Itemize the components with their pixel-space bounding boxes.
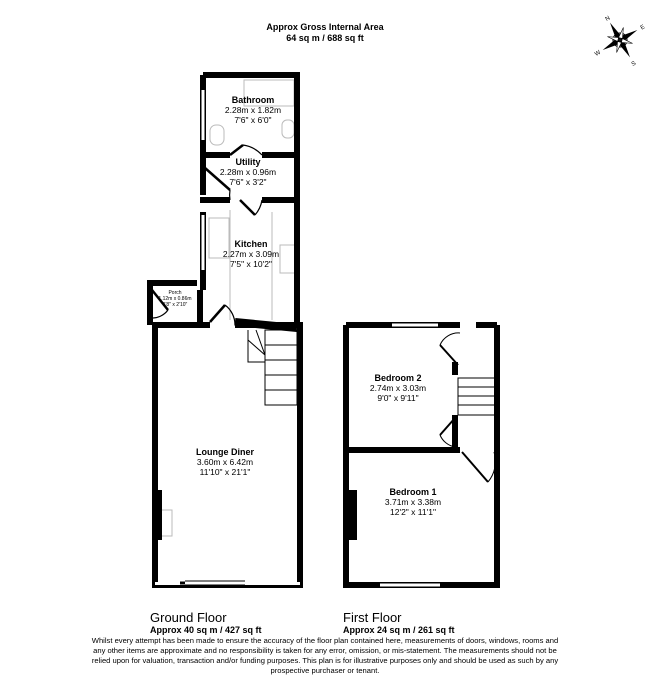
- room-metric: 1.12m x 0.86m: [158, 296, 192, 302]
- room-metric: 2.28m x 0.96m: [219, 167, 277, 177]
- room-imperial: 3'8" x 2'10": [162, 302, 188, 308]
- room-name: Porch: [168, 290, 182, 296]
- first-floor-plan: [343, 322, 500, 588]
- room-imperial: 7'5" x 10'2": [230, 259, 272, 269]
- compass-rose-icon: N S E W: [594, 16, 646, 68]
- svg-text:W: W: [594, 50, 602, 58]
- floor-name: Ground Floor: [150, 610, 227, 625]
- disclaimer: Whilst every attempt has been made to en…: [91, 636, 559, 675]
- room-name: Lounge Diner: [196, 447, 254, 457]
- svg-text:E: E: [640, 24, 646, 31]
- svg-text:N: N: [605, 16, 612, 23]
- room-imperial: 12'2" x 11'1": [390, 507, 436, 517]
- room-metric: 3.71m x 3.38m: [384, 497, 442, 507]
- room-metric: 2.74m x 3.03m: [369, 383, 427, 393]
- room-imperial: 7'6" x 3'2": [229, 177, 267, 187]
- area-value: 64 sq m / 688 sq ft: [286, 33, 364, 43]
- svg-text:S: S: [631, 61, 637, 68]
- floor-area: Approx 24 sq m / 261 sq ft: [343, 625, 455, 635]
- room-metric: 2.27m x 3.09m: [222, 249, 280, 259]
- room-imperial: 9'0" x 9'11": [377, 393, 419, 403]
- room-name: Bedroom 2: [374, 373, 422, 383]
- area-label: Approx Gross Internal Area: [266, 22, 384, 32]
- floor-area: Approx 40 sq m / 427 sq ft: [150, 625, 262, 635]
- floor-name: First Floor: [343, 610, 402, 625]
- room-name: Bedroom 1: [389, 487, 437, 497]
- room-name: Utility: [235, 157, 261, 167]
- room-imperial: 7'6" x 6'0": [234, 115, 272, 125]
- room-name: Kitchen: [234, 239, 268, 249]
- room-name: Bathroom: [231, 95, 275, 105]
- room-metric: 2.28m x 1.82m: [224, 105, 282, 115]
- room-imperial: 11'10" x 21'1": [199, 467, 251, 477]
- ground-floor-plan: [147, 72, 303, 588]
- room-metric: 3.60m x 6.42m: [196, 457, 254, 467]
